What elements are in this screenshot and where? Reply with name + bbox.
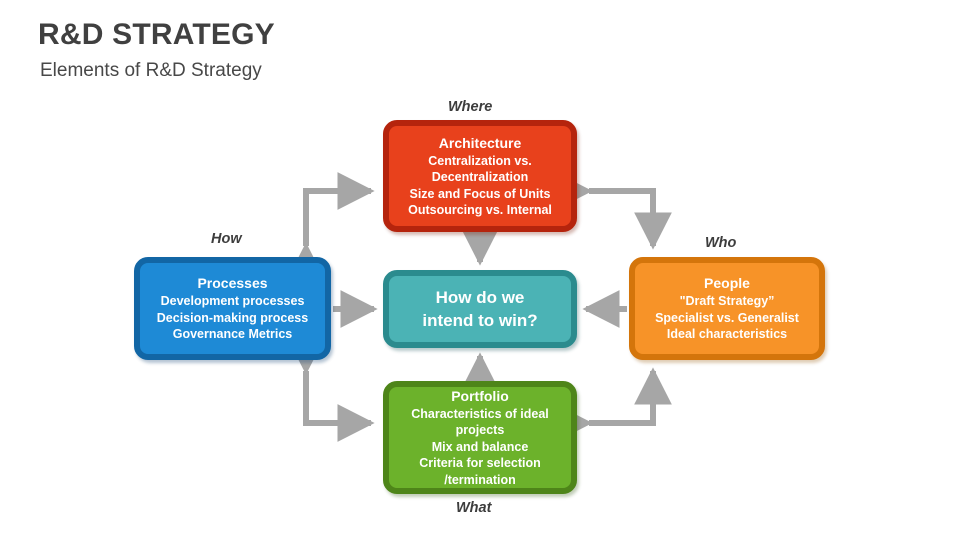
node-architecture-line-2: Decentralization <box>431 170 529 184</box>
arrow-elbow-processes-portfolio <box>287 337 375 442</box>
node-people-line-3: Ideal characteristics <box>666 327 788 342</box>
node-portfolio-line-3: Criteria for selection <box>419 456 541 471</box>
node-center-question[interactable]: How do we intend to win? <box>383 270 577 348</box>
node-architecture-line-1: Centralization vs. <box>428 153 532 168</box>
axis-label-where: Where <box>448 99 493 115</box>
node-portfolio-line-2: Mix and balance <box>431 439 529 454</box>
node-processes[interactable]: Processes Development processes Decision… <box>134 257 331 360</box>
node-architecture-line-4: Outsourcing vs. Internal <box>408 203 552 217</box>
page-subtitle: Elements of R&D Strategy <box>40 60 262 81</box>
node-architecture[interactable]: Architecture Centralization vs. Decentra… <box>383 120 577 232</box>
page-title: R&D STRATEGY <box>38 18 275 51</box>
arrow-elbow-architecture-people <box>555 172 672 250</box>
arrow-elbow-portfolio-people <box>555 367 672 442</box>
axis-label-how: How <box>211 231 242 247</box>
node-center-line-1: How do we <box>435 288 525 307</box>
node-portfolio-line-1: Characteristics of ideal projects <box>411 406 549 438</box>
axis-label-who: Who <box>705 235 737 251</box>
node-processes-title: Processes <box>197 275 268 292</box>
node-people-line-2: Specialist vs. Generalist <box>655 310 799 325</box>
node-architecture-title: Architecture <box>438 134 522 151</box>
node-processes-line-3: Governance Metrics <box>172 327 293 342</box>
axis-label-what: What <box>456 500 492 516</box>
node-people[interactable]: People "Draft Strategy” Specialist vs. G… <box>629 257 825 360</box>
node-portfolio[interactable]: Portfolio Characteristics of ideal proje… <box>383 381 577 494</box>
node-people-title: People <box>704 275 750 292</box>
node-architecture-line-3: Size and Focus of Units <box>409 186 551 201</box>
node-center-line-2: intend to win? <box>422 311 538 330</box>
node-portfolio-title: Portfolio <box>451 387 509 404</box>
arrow-elbow-processes-architecture <box>287 172 375 280</box>
node-portfolio-line-4: /termination <box>444 472 516 487</box>
node-processes-line-2: Decision-making process <box>156 310 309 325</box>
node-people-line-1: "Draft Strategy” <box>679 294 775 309</box>
node-processes-line-1: Development processes <box>160 294 305 309</box>
